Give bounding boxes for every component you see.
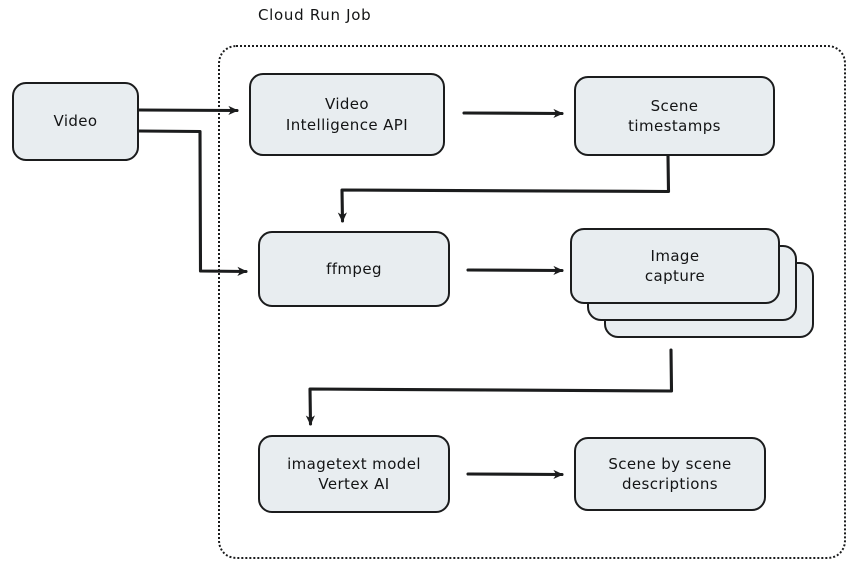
node-imagetext-model-vertex-ai[interactable]: imagetext model Vertex AI <box>258 435 450 513</box>
node-video-label: Video <box>53 112 98 131</box>
edge-imagetext-model-to-scene-by-scene-descriptions <box>466 469 564 480</box>
cloud-run-job-group <box>218 45 846 559</box>
edge-video-to-ffmpeg <box>137 129 248 277</box>
node-imagetext-model-vertex-ai-label: imagetext model Vertex AI <box>287 454 421 493</box>
cloud-run-job-title: Cloud Run Job <box>258 6 372 24</box>
node-scene-by-scene-descriptions-label: Scene by scene descriptions <box>608 454 732 493</box>
node-image-capture-label: Image capture <box>644 246 706 285</box>
node-ffmpeg-label: ffmpeg <box>326 259 382 278</box>
node-ffmpeg[interactable]: ffmpeg <box>258 231 450 307</box>
node-image-capture[interactable]: Image capture <box>570 228 780 304</box>
edge-ffmpeg-to-image-capture <box>466 265 564 276</box>
edge-video-intelligence-api-to-scene-timestamps <box>462 108 564 119</box>
node-video-intelligence-api[interactable]: Video Intelligence API <box>249 73 445 156</box>
node-video-intelligence-api-label: Video Intelligence API <box>285 95 409 134</box>
node-video[interactable]: Video <box>12 82 139 161</box>
edge-scene-timestamps-to-ffmpeg <box>337 154 671 223</box>
edge-image-capture-to-imagetext-model <box>305 348 674 426</box>
node-scene-timestamps[interactable]: Scene timestamps <box>574 76 775 156</box>
edge-video-to-video-intelligence-api <box>137 105 239 116</box>
node-scene-timestamps-label: Scene timestamps <box>628 96 721 135</box>
node-scene-by-scene-descriptions[interactable]: Scene by scene descriptions <box>574 437 766 511</box>
